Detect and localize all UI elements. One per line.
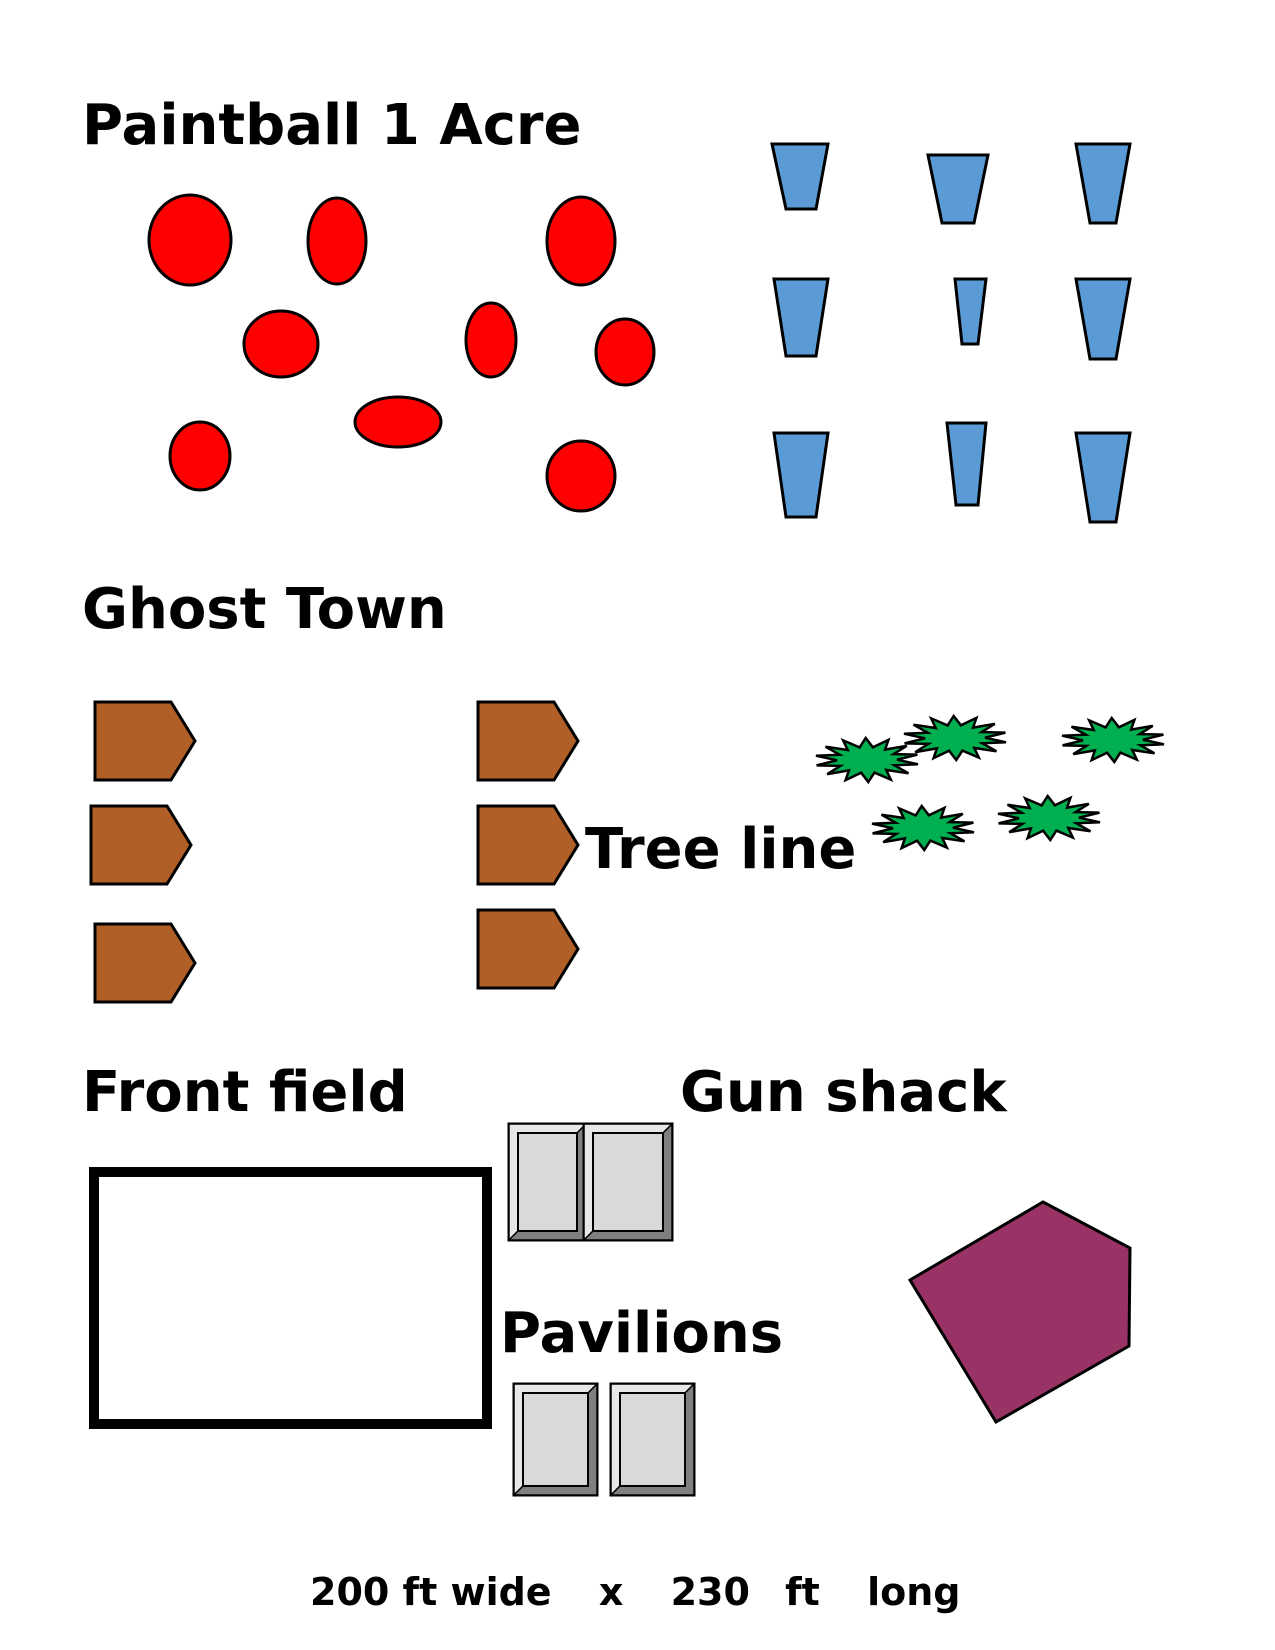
pavilions-label: Pavilions [500,1301,784,1366]
ghost-town-buildings [89,700,580,1004]
blue-obstacle [945,421,988,507]
pavilion [507,1122,588,1242]
pavilions [507,1122,696,1497]
tree-icon [815,735,919,785]
ghost-building [476,804,580,886]
blue-obstacle [953,277,988,346]
tree-line-label: Tree line [585,817,857,882]
tree-icon [871,803,975,853]
pavilion [582,1122,674,1242]
tree-icon [1061,715,1165,765]
red-obstacle [353,395,443,449]
gun-shack-label: Gun shack [680,1060,1007,1125]
tree-line [815,713,1165,853]
tree-icon [903,713,1007,763]
front-field [89,1167,492,1429]
field-length-word: long [867,1570,961,1614]
blue-obstacle [772,431,830,519]
ghost-building [476,700,580,782]
ghost-town-label: Ghost Town [82,577,447,642]
field-length-unit: ft [785,1570,820,1614]
red-obstacle [464,301,518,379]
red-obstacle [168,420,232,492]
ghost-building [89,804,193,886]
field-length-value: 230 [670,1570,750,1614]
blue-obstacle [926,153,990,225]
paintball-area-label: Paintball 1 Acre [82,93,582,158]
red-obstacle [545,439,617,513]
red-obstacle [147,193,233,287]
field-dimensions: 200 ft wide x 230 ft long [310,1573,994,1611]
blue-obstacle [1074,431,1132,524]
red-obstacles [147,193,656,513]
blue-obstacle [770,142,830,211]
pavilion [609,1382,696,1497]
blue-obstacle [772,277,830,358]
tree-icon [997,793,1101,843]
red-obstacle [306,196,368,286]
ghost-building [93,700,197,782]
pavilion [512,1382,599,1497]
blue-obstacles [770,142,1132,524]
front-field-label: Front field [82,1060,408,1125]
ghost-building [93,922,197,1004]
field-width: 200 ft wide [310,1570,552,1614]
blue-obstacle [1074,277,1132,361]
dimension-separator: x [598,1570,624,1614]
blue-obstacle [1074,142,1132,225]
red-obstacle [545,195,617,287]
gun-shack [907,1200,1132,1425]
red-obstacle [242,309,320,379]
ghost-building [476,908,580,990]
red-obstacle [594,317,656,387]
